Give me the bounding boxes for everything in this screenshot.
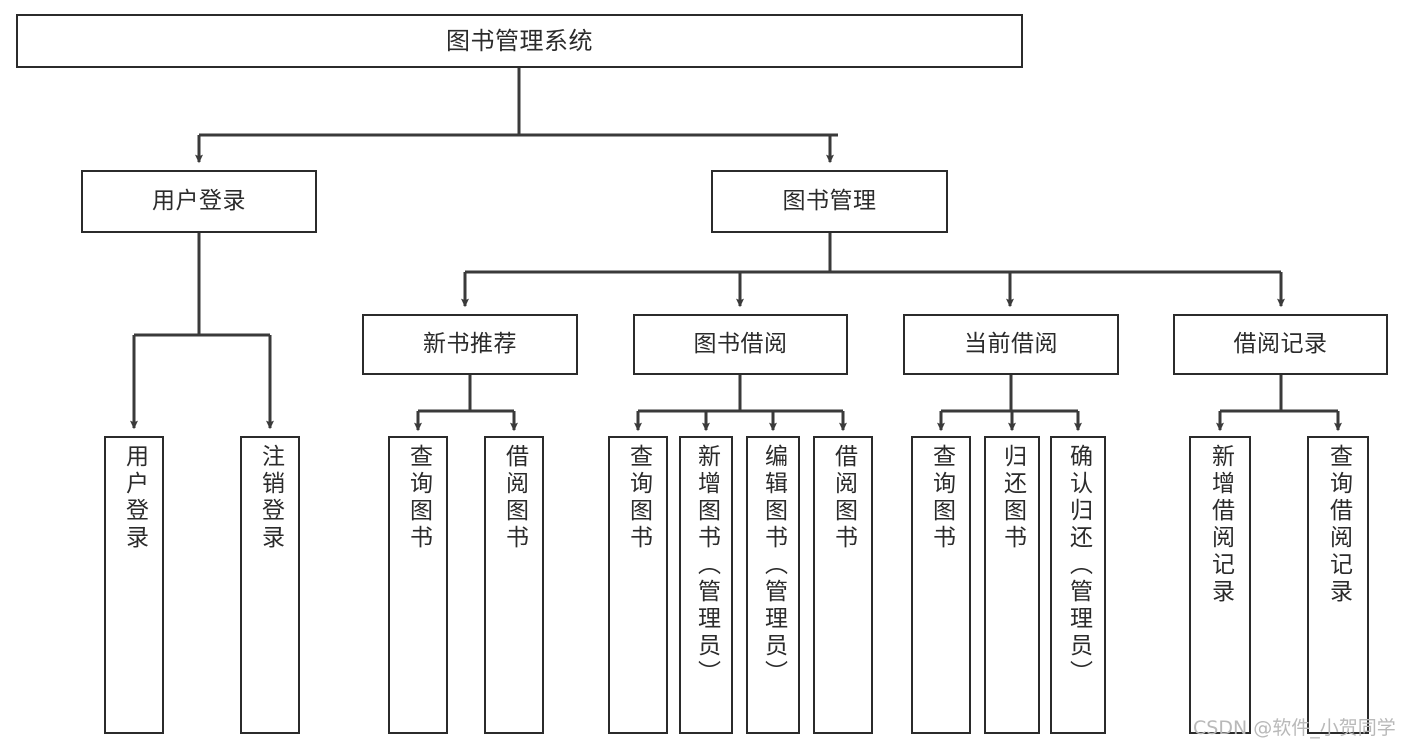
node-book-manage[interactable]: 图书管理 — [711, 170, 948, 233]
leaf-query-book-1[interactable]: 查询图书 — [388, 436, 448, 734]
leaf-query-record[interactable]: 查询借阅记录 — [1307, 436, 1369, 734]
leaf-user-logout-label: 注销登录 — [257, 444, 284, 552]
leaf-query-book-1-label: 查询图书 — [405, 444, 432, 552]
node-book-borrow-label: 图书借阅 — [693, 330, 788, 357]
node-user-login[interactable]: 用户登录 — [81, 170, 317, 233]
leaf-query-book-2-label: 查询图书 — [625, 444, 652, 552]
node-user-login-label: 用户登录 — [152, 187, 246, 214]
leaf-edit-book[interactable]: 编辑图书（管理员） — [746, 436, 800, 734]
leaf-confirm-return-label: 确认归还（管理员） — [1065, 444, 1092, 687]
node-root[interactable]: 图书管理系统 — [16, 14, 1023, 68]
node-borrow-record-label: 借阅记录 — [1233, 330, 1328, 357]
node-current-borrow[interactable]: 当前借阅 — [903, 314, 1119, 375]
node-current-borrow-label: 当前借阅 — [964, 330, 1058, 357]
csdn-watermark: CSDN @软件_小贺同学 — [1193, 717, 1396, 739]
leaf-user-login-label: 用户登录 — [121, 444, 148, 552]
leaf-borrow-book-1-label: 借阅图书 — [501, 444, 528, 552]
leaf-return-book[interactable]: 归还图书 — [984, 436, 1040, 734]
leaf-user-logout[interactable]: 注销登录 — [240, 436, 300, 734]
leaf-add-record[interactable]: 新增借阅记录 — [1189, 436, 1251, 734]
leaf-query-book-3[interactable]: 查询图书 — [911, 436, 971, 734]
leaf-query-record-label: 查询借阅记录 — [1325, 444, 1352, 606]
leaf-add-record-label: 新增借阅记录 — [1207, 444, 1234, 606]
leaf-user-login[interactable]: 用户登录 — [104, 436, 164, 734]
leaf-return-book-label: 归还图书 — [999, 444, 1026, 552]
leaf-borrow-book-2[interactable]: 借阅图书 — [813, 436, 873, 734]
leaf-add-book[interactable]: 新增图书（管理员） — [679, 436, 733, 734]
node-new-book-rec-label: 新书推荐 — [423, 330, 517, 357]
node-book-borrow[interactable]: 图书借阅 — [633, 314, 848, 375]
leaf-add-book-label: 新增图书（管理员） — [693, 444, 720, 687]
node-root-label: 图书管理系统 — [446, 26, 593, 55]
leaf-borrow-book-1[interactable]: 借阅图书 — [484, 436, 544, 734]
leaf-query-book-3-label: 查询图书 — [928, 444, 955, 552]
node-book-manage-label: 图书管理 — [782, 187, 877, 214]
leaf-query-book-2[interactable]: 查询图书 — [608, 436, 668, 734]
leaf-confirm-return[interactable]: 确认归还（管理员） — [1050, 436, 1106, 734]
node-borrow-record[interactable]: 借阅记录 — [1173, 314, 1388, 375]
node-new-book-rec[interactable]: 新书推荐 — [362, 314, 578, 375]
leaf-edit-book-label: 编辑图书（管理员） — [760, 444, 787, 687]
leaf-borrow-book-2-label: 借阅图书 — [830, 444, 857, 552]
